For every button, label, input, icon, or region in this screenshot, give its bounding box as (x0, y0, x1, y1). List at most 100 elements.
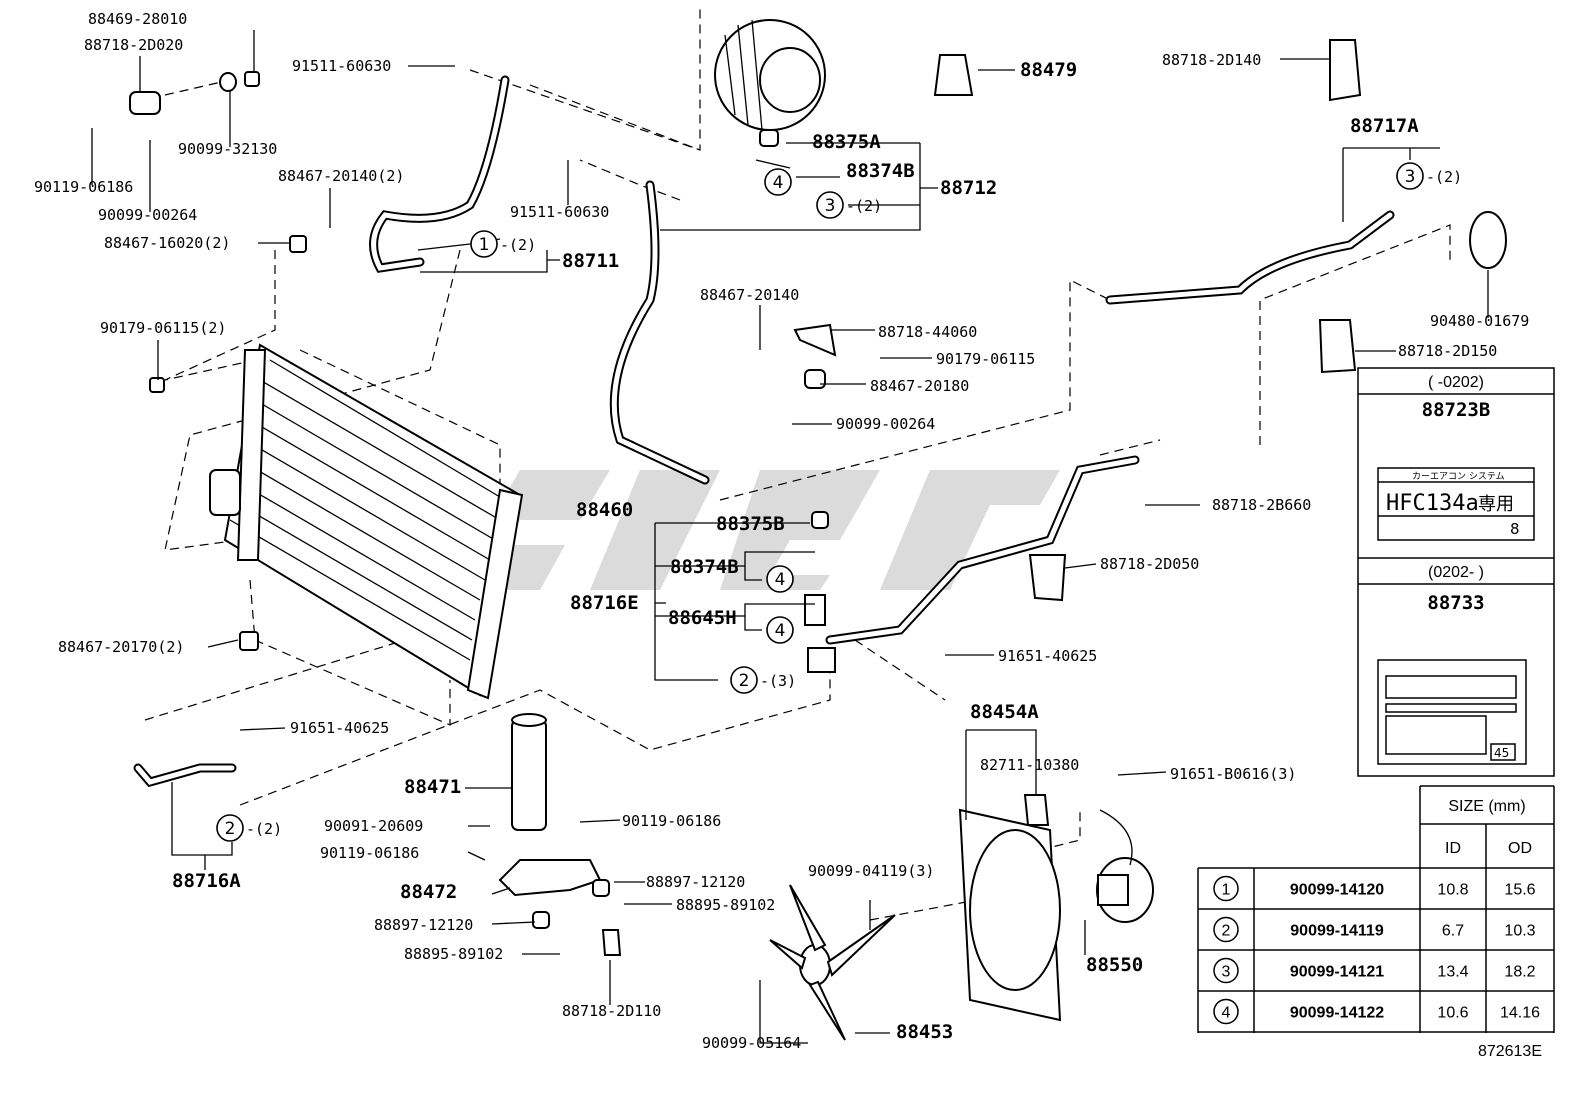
callout-l30: 88467-20140 (700, 286, 799, 304)
callout-l19: 88897-12120 (374, 916, 473, 934)
size-table-title: SIZE (mm) (1448, 798, 1525, 815)
callout-l39: 91651-40625 (998, 647, 1097, 665)
row-marker-number: 1 (1222, 882, 1231, 899)
label-range-1: ( -0202) (1428, 374, 1484, 391)
marker-m6: 4 (766, 616, 794, 644)
refrigerant-hoses (133, 75, 1395, 788)
callout-l6: 88467-20140(2) (278, 167, 404, 185)
callout-l16: 90091-20609 (324, 817, 423, 835)
row-marker-circle (1213, 916, 1239, 943)
marker-number: 3 (1405, 167, 1416, 187)
callout-l35: 88375B (716, 513, 785, 535)
size-col-id: ID (1445, 840, 1461, 857)
callout-l51: 88453 (896, 1021, 953, 1043)
callout-l34: 90099-00264 (836, 415, 935, 433)
size-table-row: 4 90099-14122 10.6 14.16 (1198, 998, 1554, 1033)
callout-l25: 88375A (812, 131, 881, 153)
row-part-number: 90099-14121 (1290, 964, 1384, 981)
compressor (714, 19, 826, 131)
marker-m3: 3-(2) (816, 191, 882, 219)
callout-l41: 88717A (1350, 115, 1419, 137)
label-range-2: (0202- ) (1428, 564, 1484, 581)
callout-l26: 88374B (846, 160, 915, 182)
marker-circle (470, 230, 498, 258)
callout-l5: 90119-06186 (34, 178, 133, 196)
row-part-number: 90099-14119 (1290, 923, 1384, 940)
marker-number: 4 (775, 570, 786, 590)
size-col-od: OD (1508, 840, 1532, 857)
receiver-drier-88471 (498, 713, 602, 897)
callout-l50: 88550 (1086, 954, 1143, 976)
part-number-callouts: 88469-2801088718-2D02091511-6063090099-3… (34, 10, 1529, 1052)
sticker2-number: 45 (1494, 746, 1509, 760)
callout-l23: 88895-89102 (676, 896, 775, 914)
callout-l43: 88718-2D150 (1398, 342, 1497, 360)
circled-markers: 1-(2) 4 3-(2) 3-(2) 4 4 2 -(3)2 -(2) (216, 162, 1462, 842)
marker-circle (1396, 162, 1424, 190)
callout-l46: 88454A (970, 701, 1039, 723)
marker-m7: 2 -(3) (730, 666, 796, 694)
row-marker-circle (1213, 957, 1239, 984)
callout-l20: 88895-89102 (404, 945, 503, 963)
marker-qty: -(3) (760, 672, 796, 690)
callout-l3: 91511-60630 (292, 57, 391, 75)
callout-l47: 82711-10380 (980, 756, 1079, 774)
callout-l52: 90099-05164 (702, 1034, 801, 1052)
callout-l22: 88897-12120 (646, 873, 745, 891)
callout-l21: 90119-06186 (622, 812, 721, 830)
callout-l24: 88718-2D110 (562, 1002, 661, 1020)
marker-number: 2 (739, 671, 750, 691)
callout-l33: 88467-20180 (870, 377, 969, 395)
callout-l48: 91651-B0616(3) (1170, 765, 1296, 783)
callout-l4: 90099-32130 (178, 140, 277, 158)
callout-l44: 88718-2B660 (1212, 496, 1311, 514)
marker-circle (766, 565, 794, 593)
callout-l28: 91511-60630 (510, 203, 609, 221)
marker-qty: -(2) (246, 820, 282, 838)
callout-l12: 88467-20170(2) (58, 638, 184, 656)
callout-l31: 88718-44060 (878, 323, 977, 341)
refrigerant-sticker-1: カーエアコン システム HFC134a 専用 8 (1377, 467, 1535, 541)
row-part-number: 90099-14122 (1290, 1005, 1384, 1022)
row-id-value: 6.7 (1442, 923, 1464, 940)
row-marker-number: 3 (1222, 964, 1231, 981)
marker-number: 4 (775, 621, 786, 641)
row-marker-circle (1213, 875, 1239, 902)
marker-circle (766, 616, 794, 644)
label-panel: ( -0202) 88723B カーエアコン システム HFC134a 専用 8… (1357, 367, 1555, 777)
marker-m2: 4 (764, 168, 792, 196)
marker-m1: 1-(2) (470, 230, 536, 258)
leader-lines (91, 30, 1489, 1044)
condenser-88460 (209, 343, 524, 700)
row-id-value: 10.8 (1437, 882, 1468, 899)
small-parts (129, 39, 1507, 956)
callout-l1: 88469-28010 (88, 10, 187, 28)
callout-l27: 88712 (940, 177, 997, 199)
callout-l8: 88467-16020(2) (104, 234, 230, 252)
sticker1-refrigerant: HFC134a (1386, 491, 1479, 516)
row-marker-number: 4 (1222, 1005, 1231, 1022)
label-part-1: 88723B (1422, 399, 1491, 421)
marker-circle (730, 666, 758, 694)
row-od-value: 14.16 (1500, 1005, 1540, 1022)
callout-l17: 90119-06186 (320, 844, 419, 862)
callout-l42: 90480-01679 (1430, 312, 1529, 330)
row-id-value: 10.6 (1437, 1005, 1468, 1022)
marker-circle (216, 814, 244, 842)
marker-circle (816, 191, 844, 219)
refrigerant-sticker-2: 45 (1377, 659, 1527, 765)
callout-l29: 88479 (1020, 59, 1077, 81)
callout-l15: 88471 (404, 776, 461, 798)
callout-l38: 88645H (668, 607, 737, 629)
callout-l18: 88472 (400, 881, 457, 903)
marker-circle (764, 168, 792, 196)
diagram-code: 872613E (1478, 1043, 1542, 1060)
marker-m4: 3-(2) (1396, 162, 1462, 190)
